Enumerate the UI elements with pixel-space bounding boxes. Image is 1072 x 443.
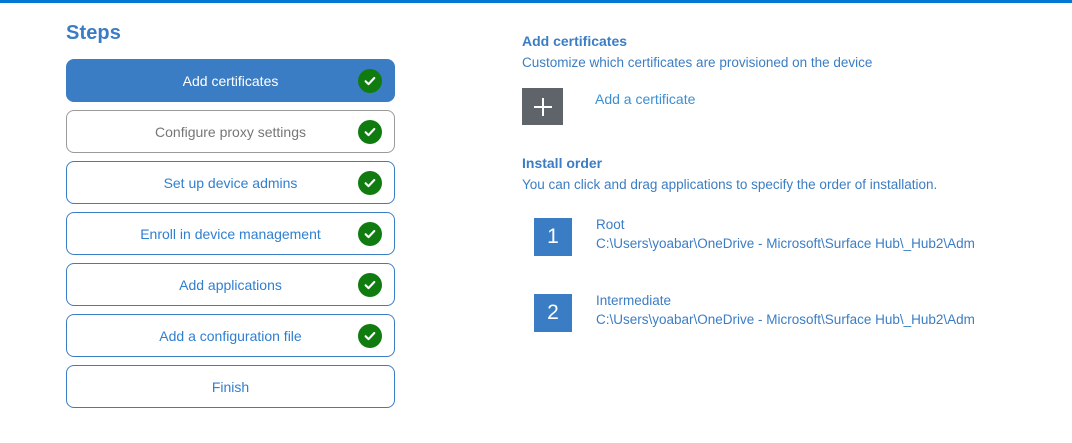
add-certificates-section: Add certificates Customize which certifi… (522, 3, 1072, 125)
order-number-badge: 1 (534, 218, 572, 256)
order-item-path: C:\Users\yoabar\OneDrive - Microsoft\Sur… (596, 312, 975, 327)
top-accent-rule (0, 0, 1072, 3)
check-icon (358, 119, 382, 144)
order-item-name: Intermediate (596, 293, 672, 308)
step-button-finish[interactable]: Finish (66, 365, 395, 408)
step-button-add-applications[interactable]: Add applications (66, 263, 395, 306)
check-icon (358, 272, 382, 297)
install-order-subtitle: You can click and drag applications to s… (522, 177, 938, 192)
step-label: Add applications (179, 276, 282, 293)
step-label: Enroll in device management (140, 225, 321, 242)
order-item-path: C:\Users\yoabar\OneDrive - Microsoft\Sur… (596, 236, 975, 251)
step-button-add-a-configuration-file[interactable]: Add a configuration file (66, 314, 395, 357)
add-certificate-row: Add a certificate (522, 88, 1072, 125)
check-icon (358, 170, 382, 195)
add-certificate-link[interactable]: Add a certificate (595, 91, 696, 107)
step-label: Finish (211, 378, 250, 395)
add-certificates-subtitle: Customize which certificates are provisi… (522, 55, 873, 70)
order-item-name: Root (596, 217, 625, 232)
step-label: Configure proxy settings (155, 123, 306, 140)
step-button-set-up-device-admins[interactable]: Set up device admins (66, 161, 395, 204)
step-label: Add a configuration file (159, 327, 302, 344)
step-button-add-certificates[interactable]: Add certificates (66, 59, 395, 102)
install-order-heading: Install order (522, 155, 603, 171)
check-icon (358, 323, 382, 348)
plus-icon[interactable] (522, 88, 563, 125)
install-order-section: Install order You can click and drag app… (522, 125, 1072, 332)
step-label: Add certificates (182, 72, 279, 89)
step-button-enroll-in-device-management[interactable]: Enroll in device management (66, 212, 395, 255)
detail-pane: Add certificates Customize which certifi… (522, 3, 1072, 370)
check-icon (358, 221, 382, 246)
steps-title: Steps (66, 22, 121, 44)
add-certificates-heading: Add certificates (522, 33, 628, 49)
step-button-configure-proxy-settings[interactable]: Configure proxy settings (66, 110, 395, 153)
step-label: Set up device admins (163, 174, 298, 191)
order-number-badge: 2 (534, 294, 572, 332)
check-icon (358, 68, 382, 93)
